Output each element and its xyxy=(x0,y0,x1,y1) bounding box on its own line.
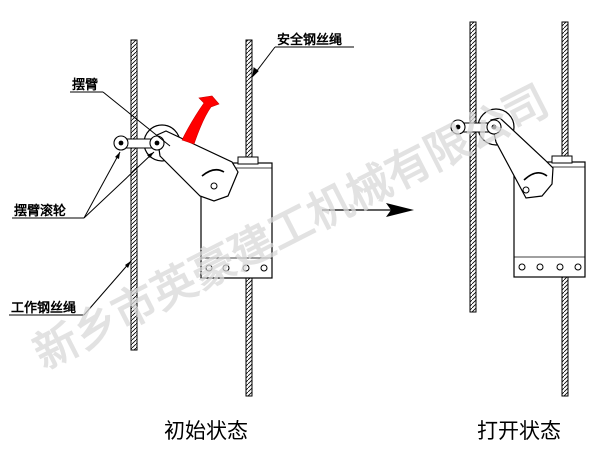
working-rope-label: 工作钢丝绳 xyxy=(11,300,76,316)
right-arrow-icon xyxy=(322,203,414,217)
open-state-assembly xyxy=(450,21,586,397)
swing-arm-left xyxy=(156,130,239,202)
initial-state-assembly xyxy=(113,39,273,397)
working-rope-left xyxy=(130,39,138,351)
curved-arrow-icon xyxy=(181,95,220,145)
callout-swing-arm-roller: 摆臂滚轮 xyxy=(12,151,155,219)
swing-arm-label: 摆臂 xyxy=(72,77,98,93)
swing-arm-roller-label: 摆臂滚轮 xyxy=(14,203,66,219)
open-state-caption: 打开状态 xyxy=(477,419,561,443)
initial-state-caption: 初始状态 xyxy=(164,419,248,443)
callout-swing-arm: 摆臂 xyxy=(70,77,171,147)
callout-safety-rope: 安全钢丝绳 xyxy=(252,32,354,78)
working-rope-right xyxy=(469,21,477,313)
company-watermark: 新乡市英豪建工机械有限公司 xyxy=(26,76,557,380)
safety-rope-label: 安全钢丝绳 xyxy=(277,32,342,48)
swing-arm-right xyxy=(490,117,554,199)
callout-working-rope: 工作钢丝绳 xyxy=(9,260,132,316)
